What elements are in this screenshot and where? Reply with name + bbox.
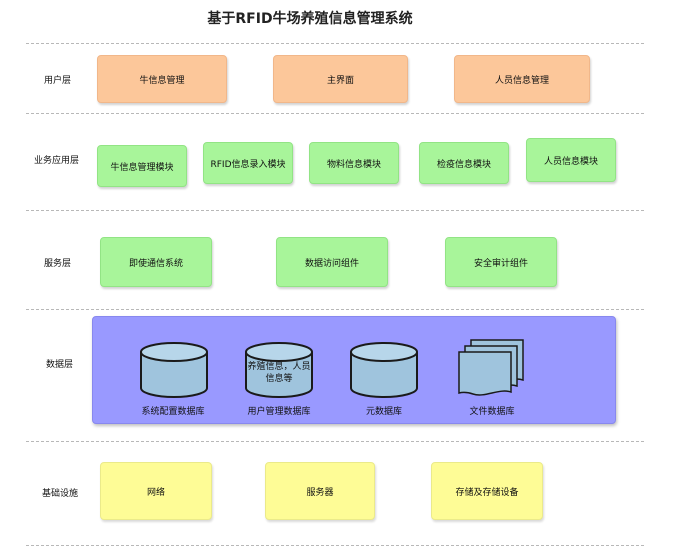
service-box-security-audit: 安全审计组件 <box>445 237 557 287</box>
service-box-data-access: 数据访问组件 <box>276 237 388 287</box>
database-inner-text: 养殖信息，人员信息等 <box>247 362 311 384</box>
infra-box-network: 网络 <box>100 462 212 520</box>
layer-divider <box>26 441 644 442</box>
database-label-system-config: 系统配置数据库 <box>141 407 205 417</box>
service-box-messaging: 即使通信系统 <box>100 237 212 287</box>
service-layer-label: 服务层 <box>44 259 72 269</box>
layer-divider <box>26 113 644 114</box>
database-label-metadata: 元数据库 <box>365 407 402 417</box>
business-layer-label: 业务应用层 <box>34 156 80 166</box>
layer-divider <box>26 545 644 546</box>
infra-box-server: 服务器 <box>265 462 375 520</box>
infra-box-storage: 存储及存储设备 <box>431 462 543 520</box>
database-cylinder-icon <box>139 342 209 398</box>
database-cylinder-icon <box>244 342 314 398</box>
business-box-quarantine-module: 检疫信息模块 <box>419 142 509 184</box>
user-box-staff-info: 人员信息管理 <box>454 55 590 103</box>
user-box-main-interface: 主界面 <box>273 55 408 103</box>
database-label-user-management: 用户管理数据库 <box>247 407 311 417</box>
layer-divider <box>26 43 644 44</box>
data-layer-label: 数据层 <box>46 360 74 370</box>
user-layer-label: 用户层 <box>44 76 72 86</box>
business-box-cattle-module: 牛信息管理模块 <box>97 145 187 187</box>
business-box-staff-module: 人员信息模块 <box>526 138 616 182</box>
user-box-cattle-info: 牛信息管理 <box>97 55 227 103</box>
layer-divider <box>26 210 644 211</box>
infra-layer-label: 基础设施 <box>42 489 79 499</box>
layer-divider <box>26 309 644 310</box>
business-box-material-module: 物料信息模块 <box>309 142 399 184</box>
business-box-rfid-module: RFID信息录入模块 <box>203 142 293 184</box>
database-cylinder-icon <box>349 342 419 398</box>
diagram-title: 基于RFID牛场养殖信息管理系统 <box>207 11 413 27</box>
database-label-file: 文件数据库 <box>469 407 515 417</box>
document-stack-icon <box>457 338 527 398</box>
